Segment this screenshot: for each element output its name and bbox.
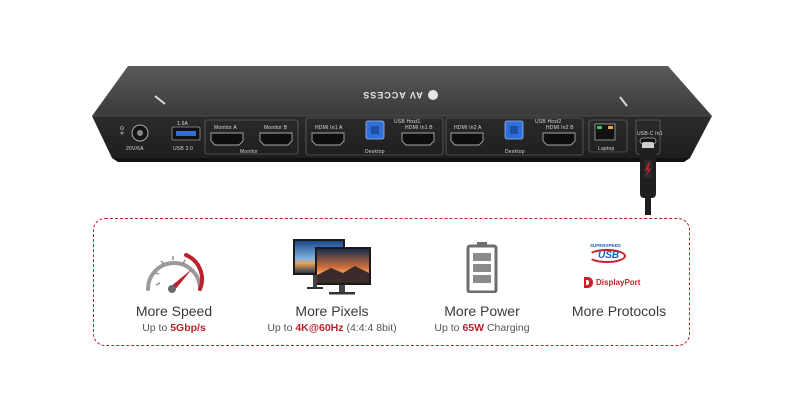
feature-power-sub-suffix: Charging xyxy=(484,322,530,334)
monitor-a-label: Monitor A xyxy=(214,125,237,131)
host1-group-label: Desktop xyxy=(365,149,385,155)
feature-panel: More Speed Up to 5Gbp/s xyxy=(93,218,690,346)
dc-polarity-icon xyxy=(120,126,124,135)
usb-c-label: USB-C In1 xyxy=(637,131,663,137)
displayport-text: DisplayPort xyxy=(596,277,641,287)
usb-superspeed-text: SUPERSPEED xyxy=(590,243,621,248)
dual-monitor-icon xyxy=(293,239,371,295)
feature-power-subtitle: Up to 65W Charging xyxy=(412,322,552,334)
hdmi-in2b-label: HDMI In2 B xyxy=(546,125,574,131)
usb-logo-text: USB xyxy=(598,250,620,261)
usb-a-port xyxy=(171,126,201,141)
displayport-logo: DisplayPort xyxy=(584,275,654,289)
feature-speed-subtitle: Up to 5Gbp/s xyxy=(104,322,244,334)
usb-version-label: USB 3.0 xyxy=(173,146,194,152)
feature-power-title: More Power xyxy=(444,303,520,319)
feature-power: More Power Up to 65W Charging xyxy=(412,219,552,347)
usb-host1-label: USB Host1 xyxy=(394,119,421,125)
usb-logo-swoosh xyxy=(588,249,626,263)
feature-power-sub-prefix: Up to xyxy=(434,322,463,334)
power-rating-label: 20V/6A xyxy=(126,146,144,152)
feature-pixels-title: More Pixels xyxy=(295,303,369,319)
feature-protocols-title: More Protocols xyxy=(571,303,667,319)
lan-group-label: Laptop xyxy=(598,146,615,152)
host2-group-label: Desktop xyxy=(505,149,525,155)
feature-speed-title: More Speed xyxy=(135,303,213,319)
hdmi-in1a-label: HDMI In1 A xyxy=(315,125,343,131)
docking-station: AV ACCESS xyxy=(92,66,712,215)
feature-speed-highlight: 5Gbp/s xyxy=(170,322,206,334)
feature-protocols: SUPERSPEED USB DisplayPort More Protocol… xyxy=(549,219,689,347)
feature-pixels-sub-prefix: Up to xyxy=(267,322,296,334)
usb-c-cable xyxy=(640,142,656,215)
feature-pixels-sub-suffix: (4:4:4 8bit) xyxy=(343,322,397,334)
monitor-group-label: Monitor xyxy=(240,149,259,155)
displayport-icon xyxy=(584,276,593,288)
hdmi-ports xyxy=(210,132,576,146)
feature-power-highlight: 65W xyxy=(462,322,485,334)
usb-superspeed-logo: SUPERSPEED USB xyxy=(588,243,628,269)
dc-power-port xyxy=(131,124,149,142)
feature-pixels-subtitle: Up to 4K@60Hz (4:4:4 8bit) xyxy=(252,322,412,334)
battery-icon xyxy=(466,242,498,293)
usb-current-label: 1.5A xyxy=(177,121,189,127)
hdmi-in1b-label: HDMI In1 B xyxy=(405,125,433,131)
protocol-logos-icon: SUPERSPEED USB DisplayPort xyxy=(584,243,654,295)
usb-b-port-host2 xyxy=(504,120,524,140)
speedometer-icon xyxy=(146,253,204,293)
hdmi-in2a-label: HDMI In2 A xyxy=(454,125,482,131)
feature-speed: More Speed Up to 5Gbp/s xyxy=(104,219,244,347)
ethernet-port xyxy=(588,119,628,153)
usb-host2-label: USB Host2 xyxy=(535,119,562,125)
feature-pixels-highlight: 4K@60Hz xyxy=(295,322,344,334)
monitor-b-label: Monitor B xyxy=(264,125,288,131)
feature-pixels: More Pixels Up to 4K@60Hz (4:4:4 8bit) xyxy=(252,219,412,347)
feature-speed-sub-prefix: Up to xyxy=(142,322,171,334)
usb-b-port-host1 xyxy=(365,120,385,140)
port-panel xyxy=(120,117,661,215)
